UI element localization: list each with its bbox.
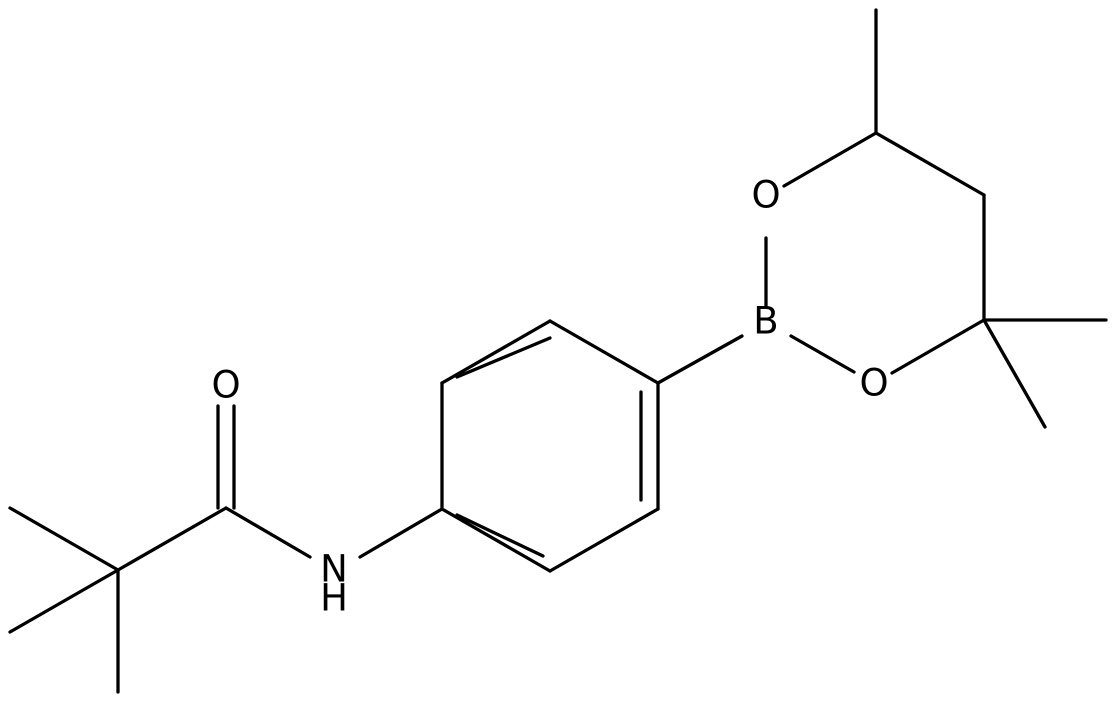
bond-ring-boron (656, 334, 744, 385)
amide-group (216, 404, 444, 559)
bond-ring-5 (548, 507, 660, 573)
dioxaborinane-ring (764, 8, 1108, 429)
bond-oxygen-upper-ch (782, 131, 878, 188)
bond-ch-ch2 (874, 131, 986, 197)
bond-ring-3 (548, 319, 660, 385)
bond-tbu-methyl-lower (8, 568, 120, 634)
bond-ring-6 (440, 507, 552, 573)
benzene-ring (440, 319, 660, 573)
atom-boron: B (753, 300, 778, 343)
bond-quaternary-methyl-down (982, 318, 1047, 429)
atom-oxygen-ring-lower: O (859, 362, 888, 405)
bond-quaternary-oxygen-lower (890, 318, 986, 375)
atom-oxygen-ring-upper: O (751, 174, 780, 217)
bond-oxygen-lower-boron (789, 334, 856, 374)
atom-hydrogen: H (320, 577, 348, 620)
atom-oxygen-carbonyl: O (211, 364, 240, 407)
bond-carbonyl-nitrogen (224, 506, 312, 559)
bond-tbu-carbonyl (116, 506, 228, 572)
atom-nitrogen: N (320, 548, 348, 591)
tert-butyl-group (8, 506, 228, 694)
bond-ring-inner-1 (455, 336, 552, 379)
bond-ring-2 (440, 319, 552, 385)
bond-ring-inner-3 (455, 513, 545, 558)
bond-nitrogen-ring (358, 507, 444, 559)
bond-tbu-methyl-upper (8, 506, 120, 572)
